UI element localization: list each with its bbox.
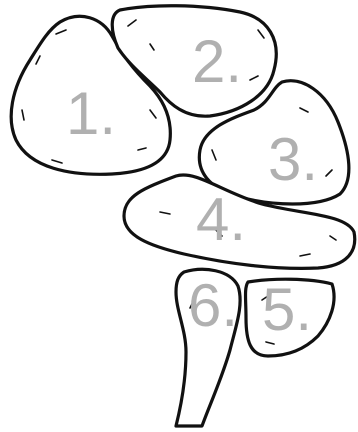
region-2-label: 2. (192, 28, 242, 95)
region-1-label: 1. (66, 80, 116, 147)
region-3-label: 3. (268, 126, 318, 193)
region-4-label: 4. (196, 186, 246, 253)
region-5-label: 5. (262, 276, 312, 343)
region-6-label: 6. (188, 272, 238, 339)
